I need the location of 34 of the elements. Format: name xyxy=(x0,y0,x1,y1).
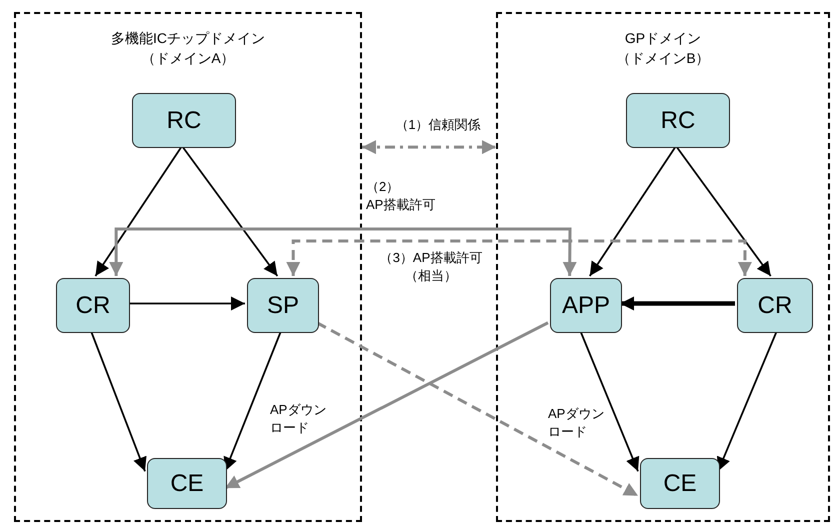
arrow xyxy=(224,321,549,490)
edge-label: （1）信頼関係 xyxy=(394,116,482,134)
domain-title: （ドメインA） xyxy=(141,49,235,68)
arrow xyxy=(94,146,183,276)
entity-box: RC xyxy=(132,93,236,148)
arrow xyxy=(181,145,278,277)
arrow xyxy=(286,240,752,276)
arrow xyxy=(620,296,735,310)
domain-title: （ドメインB） xyxy=(616,49,710,68)
arrow xyxy=(109,228,577,276)
entity-box: RC xyxy=(626,93,730,148)
arrow xyxy=(224,330,282,472)
entity-box: SP xyxy=(247,278,319,333)
arrow xyxy=(716,330,778,472)
arrow xyxy=(362,140,496,154)
edge-label: APダウンロード xyxy=(548,405,606,441)
domain-boundary xyxy=(496,12,830,522)
entity-box: APP xyxy=(550,278,622,333)
edge-label: （3）AP搭載許可（相当） xyxy=(378,249,484,285)
arrow xyxy=(580,330,640,472)
edge-label: APダウンロード xyxy=(270,401,328,437)
entity-box: CE xyxy=(640,458,720,509)
domain-title: GPドメイン xyxy=(624,29,702,48)
domain-title: 多機能ICチップドメイン xyxy=(111,29,265,48)
arrow xyxy=(128,296,245,310)
arrow xyxy=(589,146,677,276)
arrow xyxy=(675,145,772,277)
arrow xyxy=(316,321,639,498)
entity-box: CR xyxy=(56,278,130,333)
entity-box: CR xyxy=(737,278,813,333)
domain-boundary xyxy=(14,12,362,522)
arrow xyxy=(90,330,146,472)
entity-box: CE xyxy=(147,458,227,509)
edge-label: （2） AP搭載許可 xyxy=(366,178,436,214)
